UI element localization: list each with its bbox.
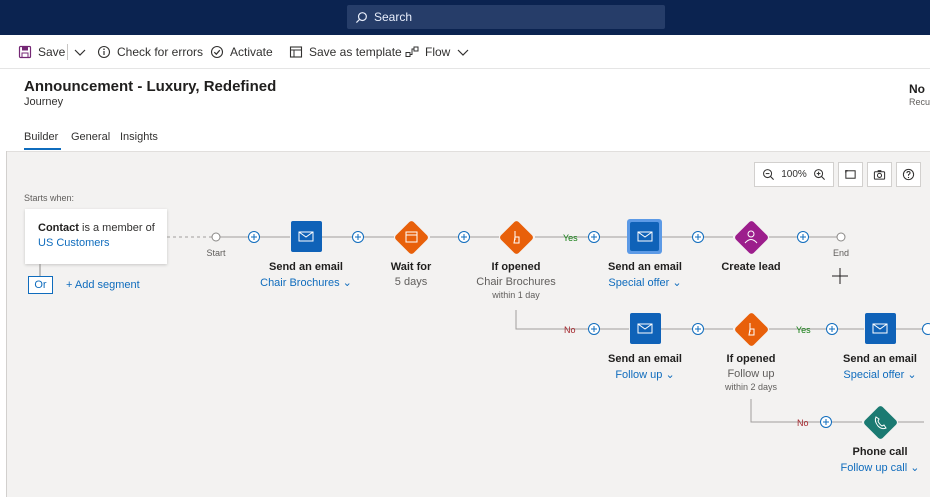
- flow-label: Flow: [425, 45, 451, 59]
- ifopen1-tiny: within 1 day: [492, 290, 540, 300]
- yes-branch-label: Yes: [796, 325, 811, 335]
- or-button[interactable]: Or: [28, 276, 53, 294]
- save-options-dropdown[interactable]: [73, 35, 87, 69]
- starts-when-label: Starts when:: [24, 193, 75, 203]
- segment-entity: Contact: [38, 222, 79, 234]
- zoom-level: 100%: [781, 169, 807, 180]
- chevron-down-icon: [457, 49, 469, 56]
- no-branch-label: No: [797, 418, 809, 428]
- email3-link[interactable]: Follow up ⌄: [615, 369, 675, 381]
- command-bar: Save Check for errors Activate Save as t…: [0, 35, 930, 69]
- wait1-sub: 5 days: [394, 276, 428, 288]
- chevron-down-icon: [74, 49, 86, 56]
- ifopen2-tiny: within 2 days: [724, 382, 778, 392]
- header-field-label: Recu: [909, 97, 930, 107]
- save-label: Save: [38, 45, 66, 59]
- fit-screen-icon: [845, 170, 856, 179]
- email2-title: Send an email: [608, 261, 682, 273]
- check-circle-icon: [210, 45, 224, 59]
- email4-title: Send an email: [843, 353, 917, 365]
- yes-branch-label: Yes: [563, 233, 578, 243]
- add-segment-link[interactable]: + Add segment: [66, 279, 140, 291]
- save-button[interactable]: Save: [18, 35, 65, 69]
- save-as-template-button[interactable]: Save as template: [289, 35, 402, 69]
- search-icon: [355, 11, 367, 23]
- email2-link[interactable]: Special offer ⌄: [608, 277, 682, 289]
- ifopen1-title: If opened: [491, 261, 541, 273]
- page-subtitle: Journey: [24, 96, 64, 108]
- email1-link[interactable]: Chair Brochures ⌄: [260, 277, 352, 289]
- wait1-title: Wait for: [390, 261, 432, 273]
- canvas-left-border: [6, 151, 7, 497]
- end-label: End: [832, 248, 850, 258]
- check-errors-label: Check for errors: [117, 45, 204, 59]
- segment-text: is a member of: [78, 222, 155, 234]
- activate-label: Activate: [230, 45, 273, 59]
- phone-link[interactable]: Follow up call ⌄: [840, 462, 920, 474]
- page-title: Announcement - Luxury, Redefined: [24, 78, 277, 95]
- active-tab-indicator: [24, 148, 61, 150]
- header-field-value: No: [909, 82, 925, 96]
- save-template-label: Save as template: [309, 45, 402, 59]
- search-placeholder: Search: [374, 10, 413, 24]
- ifopen2-title: If opened: [726, 353, 776, 365]
- zoom-out-icon[interactable]: [762, 168, 775, 181]
- canvas-toolbar: 100%: [754, 162, 921, 187]
- check-errors-button[interactable]: Check for errors: [97, 35, 203, 69]
- email4-link[interactable]: Special offer ⌄: [843, 369, 917, 381]
- help-icon: [902, 168, 915, 181]
- segment-card[interactable]: Contact is a member of US Customers: [25, 209, 167, 264]
- info-icon: [97, 45, 111, 59]
- tab-general[interactable]: General: [71, 131, 111, 143]
- no-branch-label: No: [564, 325, 576, 335]
- help-button[interactable]: [896, 162, 921, 187]
- zoom-in-icon[interactable]: [813, 168, 826, 181]
- email3-title: Send an email: [608, 353, 682, 365]
- start-label: Start: [206, 248, 226, 258]
- lead-title: Create lead: [721, 261, 781, 273]
- email1-title: Send an email: [269, 261, 343, 273]
- journey-canvas[interactable]: [7, 151, 930, 497]
- screenshot-button[interactable]: [867, 162, 892, 187]
- search-box[interactable]: Search: [347, 5, 665, 29]
- phone-title: Phone call: [852, 446, 908, 458]
- camera-icon: [873, 170, 886, 180]
- tab-insights[interactable]: Insights: [120, 131, 158, 143]
- zoom-control: 100%: [754, 162, 834, 187]
- ifopen2-sub: Follow up: [727, 368, 775, 380]
- segment-link[interactable]: US Customers: [38, 237, 110, 249]
- flow-icon: [405, 46, 419, 57]
- top-navigation-bar: Search: [0, 0, 930, 35]
- flow-dropdown-button[interactable]: Flow: [405, 35, 470, 69]
- separator: [67, 44, 68, 60]
- template-icon: [289, 46, 303, 58]
- tab-builder[interactable]: Builder: [24, 131, 59, 143]
- ifopen1-sub: Chair Brochures: [476, 276, 556, 288]
- activate-button[interactable]: Activate: [210, 35, 273, 69]
- save-icon: [18, 45, 32, 59]
- fit-to-screen-button[interactable]: [838, 162, 863, 187]
